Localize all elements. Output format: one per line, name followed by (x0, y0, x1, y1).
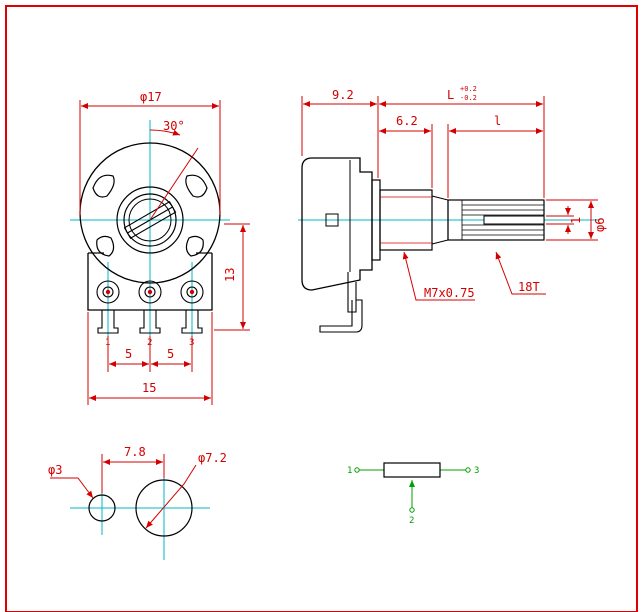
dim-tol-plus: +0.2 (460, 85, 477, 93)
dim-hole-spacing: 7.8 (124, 445, 146, 459)
dim-shaft-dia: φ6 (593, 218, 607, 232)
schematic-symbol: 1 3 2 (347, 462, 479, 526)
dim-thread: M7x0.75 (424, 286, 475, 300)
dim-total-width: 15 (142, 381, 156, 395)
dim-pitch-left: 5 (125, 347, 132, 361)
dim-pitch-right: 5 (167, 347, 174, 361)
front-view: φ17 30° 13 1 2 3 5 5 15 (70, 90, 250, 405)
dim-bushing-length: 6.2 (396, 114, 418, 128)
schematic-pin-left: 1 (347, 466, 352, 476)
sheet-frame (5, 5, 638, 612)
dim-hole-dia: φ3 (48, 463, 62, 477)
schematic-pin-right: 3 (474, 466, 479, 476)
dim-boss-dia: φ7.2 (198, 451, 227, 465)
dim-body-depth: 9.2 (332, 88, 354, 102)
side-view: 9.2 L +0.2 -0.2 6.2 l 1 φ6 M7x0.75 18T (298, 85, 607, 333)
dim-shaft-length: L (447, 88, 454, 102)
dim-slot-width: 1 (569, 217, 583, 224)
dim-angle: 30° (163, 119, 185, 133)
dim-tol-minus: -0.2 (460, 94, 477, 102)
dim-knurl-length: l (494, 114, 501, 128)
dim-front-width: φ17 (140, 90, 162, 104)
dim-height: 13 (223, 268, 237, 282)
panel-cutout: φ3 7.8 φ7.2 (48, 445, 227, 560)
schematic-pin-wiper: 2 (409, 516, 414, 526)
dim-knurl: 18T (518, 280, 540, 294)
